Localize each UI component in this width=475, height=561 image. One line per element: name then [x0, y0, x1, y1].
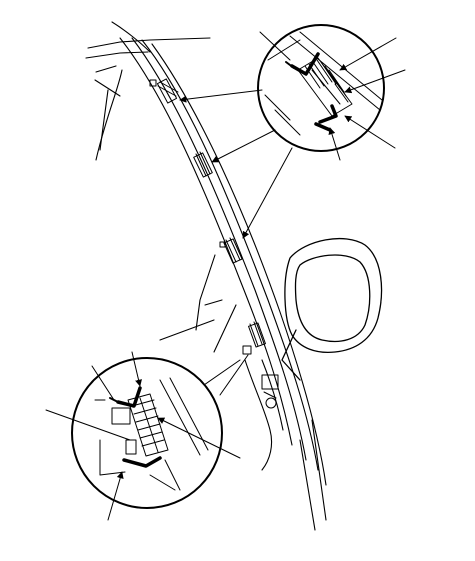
leader-bottom-link-2: [219, 354, 249, 396]
leader-bottom-link-1: [203, 359, 241, 386]
mirror-mount: [261, 374, 279, 409]
callout-top-1: [339, 37, 397, 71]
callout-bottom-5: [107, 471, 124, 521]
clip-1: [149, 78, 179, 104]
callout-top-5: [328, 127, 341, 161]
callout-bottom-4: [157, 417, 241, 459]
leader-top-to-clip1: [179, 89, 263, 103]
detail-circle-bottom: [71, 357, 223, 509]
clip-4: [242, 321, 266, 355]
side-mirror: [281, 238, 383, 381]
vehicle-body-outline: [85, 21, 327, 531]
leader-top-to-clip3: [242, 147, 293, 239]
detail-circle-top: [257, 24, 385, 152]
clip-2: [193, 151, 213, 178]
callout-bottom-1: [131, 351, 142, 387]
leader-top-to-clip2: [211, 129, 276, 163]
callout-bottom-2: [91, 365, 115, 401]
callout-top-3: [344, 115, 396, 149]
callout-top-2: [344, 69, 406, 94]
clip-3: [219, 237, 243, 264]
callout-bottom-3: [45, 409, 131, 441]
leader-lines: [45, 31, 406, 521]
callout-top-4: [259, 31, 291, 61]
